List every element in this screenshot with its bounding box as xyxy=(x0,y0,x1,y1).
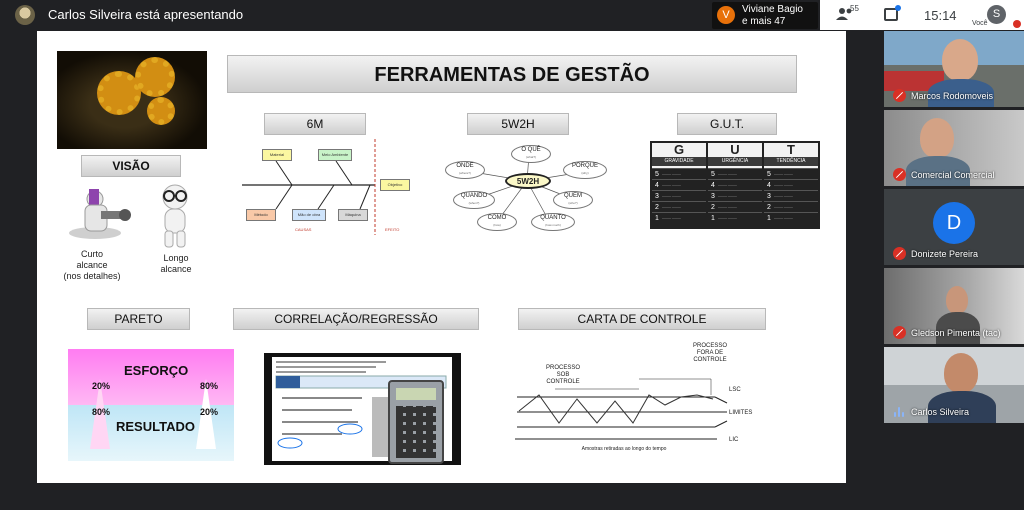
pareto-esforco: ESFORÇO xyxy=(124,363,189,378)
control-limites-label: LIMITES xyxy=(729,410,753,416)
participant-name: Comercial Comercial xyxy=(911,170,995,180)
participant-tile[interactable]: D Donizete Pereira xyxy=(884,189,1024,265)
w5h2-node-como: COMO(how) xyxy=(477,213,517,231)
pareto-pct-left-bottom: 80% xyxy=(92,407,111,417)
viewers-text: Viviane Bagio e mais 47 xyxy=(742,4,803,28)
self-label: Você xyxy=(972,20,988,27)
pareto-pct-right-bottom: 20% xyxy=(200,407,219,417)
long-caption-line-2: alcance xyxy=(160,264,192,274)
fishbone-effect-box: Objetivo xyxy=(380,179,410,191)
w5h2-center-node: 5W2H xyxy=(505,173,551,189)
pareto-label: PARETO xyxy=(87,308,190,330)
presenter-status-text: Carlos Silveira está apresentando xyxy=(48,7,244,22)
chat-notification-dot xyxy=(895,5,901,11)
participant-name: Carlos Silveira xyxy=(911,407,970,417)
participant-tile[interactable]: Gledson Pimenta (tac) xyxy=(884,268,1024,344)
fishbone-effect-label: EFEITO xyxy=(385,227,400,232)
w5h2-label: 5W2H xyxy=(467,113,569,135)
participant-name: Donizete Pereira xyxy=(911,249,979,259)
participant-tile[interactable]: Marcos Rodomoveis xyxy=(884,31,1024,107)
participant-name: Marcos Rodomoveis xyxy=(911,91,994,101)
long-sight-figure xyxy=(162,184,188,248)
pareto-resultado: RESULTADO xyxy=(116,419,195,434)
viewer-avatar: V xyxy=(717,6,735,24)
short-caption-line-2: alcance xyxy=(76,260,108,270)
mic-off-icon xyxy=(893,168,906,181)
fishbone-causes-label: CAUSAS xyxy=(295,227,312,232)
participant-name: Gledson Pimenta (tac) xyxy=(911,328,1001,338)
fishbone-box-mao: Mão de obra xyxy=(292,209,326,221)
short-sight-figure xyxy=(69,189,131,239)
w5h2-node-oque: O QUÊ(what?) xyxy=(511,145,551,163)
self-avatar[interactable]: S xyxy=(987,5,1006,24)
short-caption-line-1: Curto xyxy=(80,249,103,259)
fishbone-box-metodo: Método xyxy=(246,209,276,221)
people-icon[interactable] xyxy=(836,7,854,21)
w5h2-node-quanto: QUANTO(how much) xyxy=(531,213,575,231)
participant-tile[interactable]: Comercial Comercial xyxy=(884,110,1024,186)
viewers-chip[interactable]: V Viviane Bagio e mais 47 xyxy=(712,2,818,29)
gut-label: G.U.T. xyxy=(677,113,777,135)
speaking-indicator-icon xyxy=(894,407,905,417)
w5h2-node-quando: QUANDO(when?) xyxy=(453,191,495,209)
gears-head-image xyxy=(57,51,207,149)
presenter-avatar xyxy=(15,5,35,25)
viewers-line-2: e mais 47 xyxy=(742,16,786,27)
meeting-clock: 15:14 xyxy=(924,8,957,23)
viewers-line-1: Viviane Bagio xyxy=(742,4,803,15)
visao-label: VISÃO xyxy=(81,155,181,177)
w5h2-node-porque: PORQUE(why) xyxy=(563,161,607,179)
top-bar: Carlos Silveira está apresentando V Vivi… xyxy=(0,0,1024,30)
people-count: 55 xyxy=(850,4,859,13)
control-lsc-label: LSC xyxy=(729,387,741,393)
fishbone-box-material: Material xyxy=(262,149,292,161)
calculator-image xyxy=(388,380,444,464)
correlation-image xyxy=(264,353,461,465)
pareto-image: ESFORÇO RESULTADO 20% 80% 80% 20% xyxy=(68,349,234,461)
slide-title: FERRAMENTAS DE GESTÃO xyxy=(227,55,797,93)
fishbone-box-maquina: Máquina xyxy=(338,209,368,221)
mic-off-icon xyxy=(893,247,906,260)
correlacao-label: CORRELAÇÃO/REGRESSÃO xyxy=(233,308,479,330)
w5h2-node-onde: ONDE(where?) xyxy=(445,161,485,179)
participant-initial-avatar: D xyxy=(933,202,975,244)
meeting-controls: 55 15:14 S Você xyxy=(820,0,1024,30)
self-mic-muted-icon xyxy=(1013,20,1021,28)
pareto-pct-left-top: 20% xyxy=(92,381,111,391)
sixm-label: 6M xyxy=(264,113,366,135)
long-caption-line-1: Longo xyxy=(163,253,189,263)
chat-icon[interactable] xyxy=(884,8,898,21)
mic-off-icon xyxy=(893,326,906,339)
shared-slide: FERRAMENTAS DE GESTÃO VISÃO Curto alc xyxy=(37,31,846,483)
control-lic-label: LIC xyxy=(729,437,739,443)
short-sight-caption: Curto alcance (nos detalhes) xyxy=(57,249,127,282)
participant-tile[interactable]: Carlos Silveira xyxy=(884,347,1024,423)
control-x-caption: Amostras retiradas ao longo do tempo xyxy=(581,446,667,452)
w5h2-node-quem: QUEM(who?) xyxy=(553,191,593,209)
long-sight-caption: Longo alcance xyxy=(141,253,211,275)
ishikawa-diagram: Material Meio Ambiente Método Mão de obr… xyxy=(240,139,420,239)
fishbone-box-meio: Meio Ambiente xyxy=(318,149,352,161)
short-caption-line-3: (nos detalhes) xyxy=(63,271,121,281)
carta-label: CARTA DE CONTROLE xyxy=(518,308,766,330)
pareto-pct-right-top: 80% xyxy=(200,381,219,391)
w5h2-mindmap: O QUÊ(what?) ONDE(where?) PORQUE(why) 5W… xyxy=(439,141,619,241)
mic-off-icon xyxy=(893,89,906,102)
